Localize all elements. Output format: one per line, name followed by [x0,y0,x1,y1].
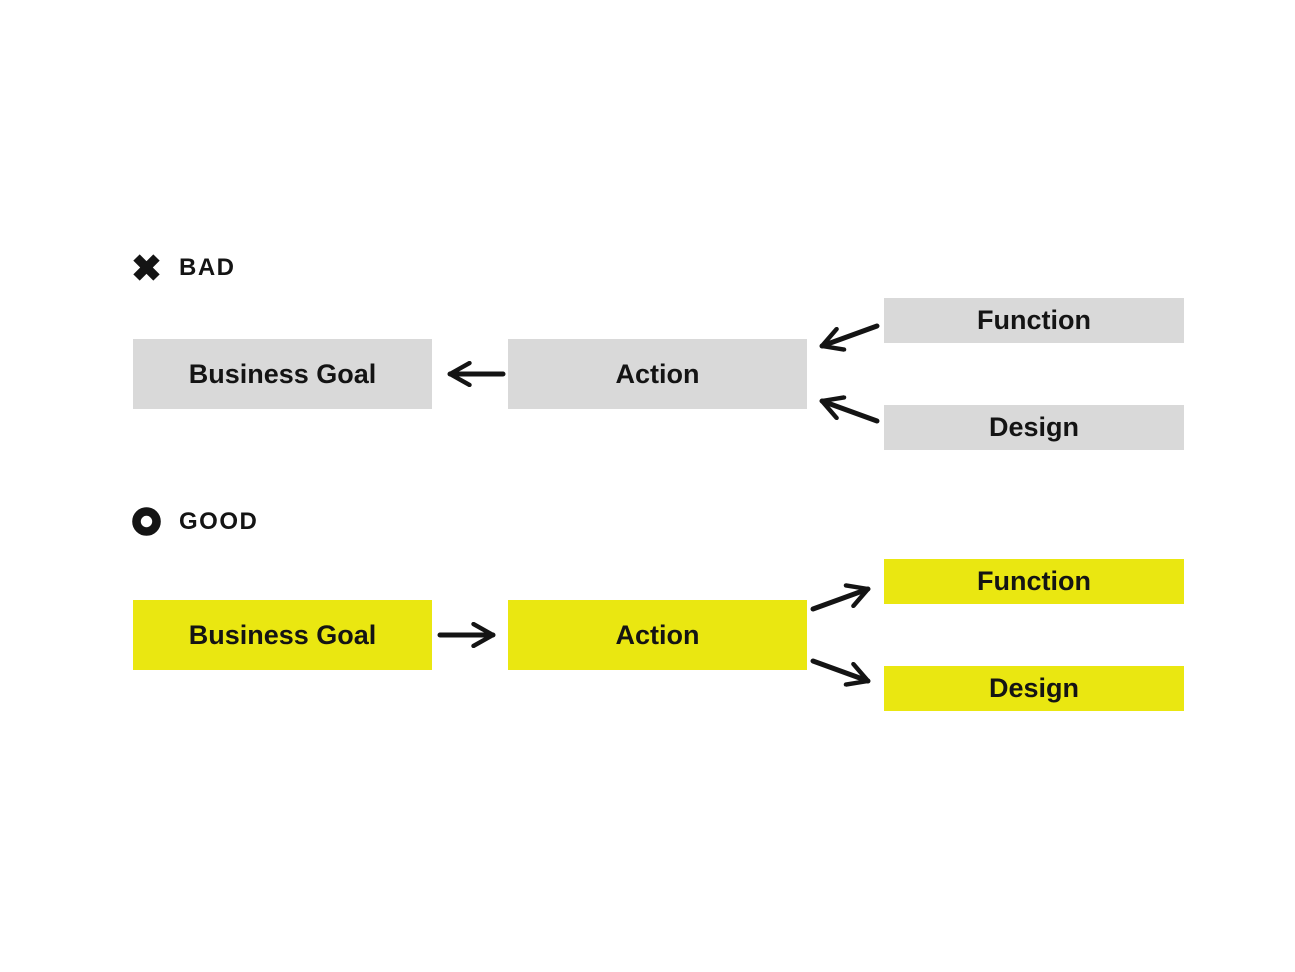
good-business-goal-label: Business Goal [188,619,377,650]
x-mark-icon [132,253,161,282]
arrow-good-action-to-design [810,658,871,681]
bad-action-box: Action [508,339,807,409]
bad-action-label: Action [615,358,700,389]
good-function-label: Function [977,566,1091,596]
good-design-box: Design [884,666,1184,711]
bad-function-box: Function [884,298,1184,343]
good-action-box: Action [508,600,807,670]
good-action-label: Action [615,619,700,650]
circle-icon [132,507,161,536]
bad-business-goal-label: Business Goal [188,358,377,389]
arrow-bad-design-to-action [819,401,880,424]
section-label-good: GOOD [132,507,258,536]
section-label-good-text: GOOD [179,507,259,535]
good-function-box: Function [884,559,1184,604]
good-business-goal-box: Business Goal [133,600,432,670]
bad-design-box: Design [884,405,1184,450]
section-label-bad-text: BAD [179,253,236,281]
arrow-good-action-to-function [810,589,871,612]
good-design-label: Design [988,673,1080,703]
bad-business-goal-box: Business Goal [133,339,432,409]
bad-design-label: Design [988,412,1080,442]
bad-function-label: Function [977,305,1091,335]
arrow-bad-function-to-action [819,323,880,346]
section-label-bad: BAD [132,253,236,282]
